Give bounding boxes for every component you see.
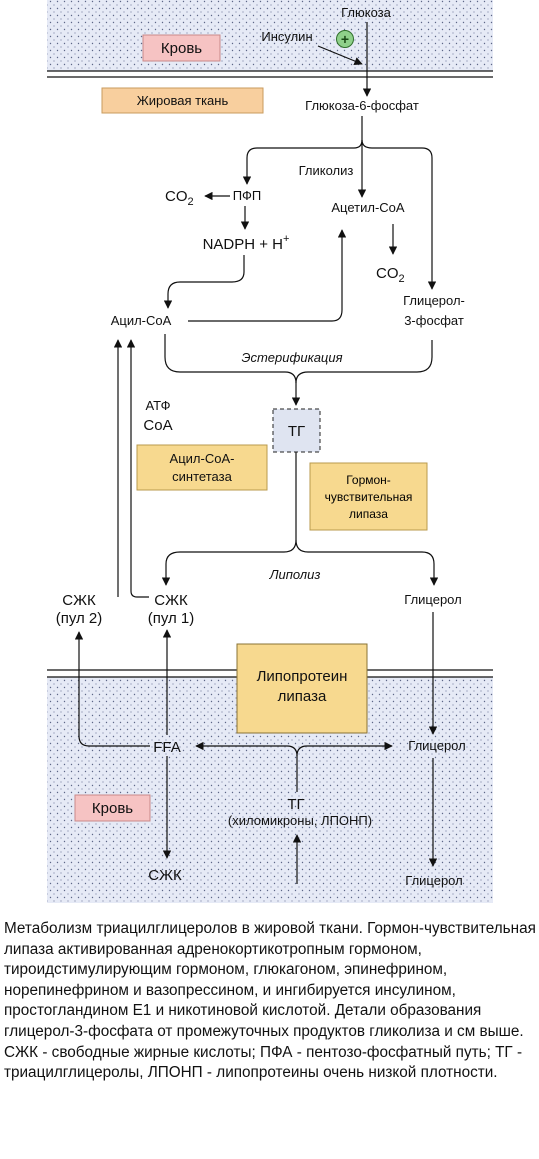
hsl-label-1: Гормон- (346, 473, 391, 487)
glycerol-label-blood: Глицерол (408, 738, 465, 753)
ffa-pool2-label-2: (пул 2) (56, 610, 103, 627)
caption-paragraph-1: Метаболизм триацилглицеролов в жировой т… (4, 920, 536, 1040)
adipose-label: Жировая ткань (137, 93, 229, 108)
arrow-insulin (317, 45, 363, 66)
co2-label-krebs: CO2 (376, 265, 405, 285)
ppp-label: ПФП (233, 188, 262, 203)
ffa-blood-label: FFA (153, 739, 181, 756)
tg-box (272, 408, 321, 453)
ffa-pool2-label-1: СЖК (62, 592, 96, 609)
acyl-coa-label: Ацил-CoA (111, 313, 172, 328)
hsl-label-2: чувствительная (325, 490, 413, 504)
hsl-label-3: липаза (349, 507, 388, 521)
acyl-coa-synthetase-label-1: Ацил-CoA- (170, 451, 235, 466)
arrow-nadph-acylcoa (163, 255, 245, 309)
figure-caption: Метаболизм триацилглицеролов в жировой т… (4, 919, 536, 1084)
arrow-ffa-pool2 (74, 631, 150, 747)
blood-label-box-bottom (74, 794, 151, 822)
line-glycerol3p-ester (295, 340, 433, 384)
arrow-tg-ffa1 (161, 452, 297, 586)
insulin-label: Инсулин (261, 29, 312, 44)
nadph-label: NADPH + H+ (203, 233, 290, 253)
lpl-label-1: Липопротеин (257, 668, 348, 685)
glycerol-label-tissue: Глицерол (404, 592, 461, 607)
arrow-tg-lpl-glycerol (296, 741, 393, 757)
lipolysis-label: Липолиз (269, 567, 321, 582)
glycerol-out-label: Глицерол (405, 873, 462, 888)
tg-label: ТГ (288, 423, 305, 440)
glycolysis-label: Гликолиз (299, 163, 354, 178)
insulin-plus-sign: + (341, 31, 349, 47)
pathway-arrows (74, 22, 439, 884)
g6p-label: Глюкоза-6-фосфат (305, 98, 419, 113)
blood-label-bottom: Кровь (92, 800, 133, 817)
arrow-ffa1-acylcoa (126, 339, 149, 598)
adipose-tg-metabolism-diagram: Кровь Жировая ткань Ацил-CoA- синтетаза … (47, 0, 493, 903)
atp-label: АТФ (145, 398, 170, 413)
arrow-g6p-glycerol3p (361, 139, 437, 290)
glucose-label: Глюкоза (341, 5, 392, 20)
glycerol3p-label-2: 3-фосфат (404, 313, 464, 328)
membrane-top (47, 70, 493, 78)
blood-label-box-top (142, 34, 221, 62)
acetyl-coa-label: Ацетил-CoA (331, 200, 405, 215)
blood-region-top (47, 0, 493, 71)
ffa-pool1-label-2: (пул 1) (148, 610, 195, 627)
acyl-coa-synthetase-box (136, 444, 268, 491)
line-acylcoa-ester (164, 334, 301, 406)
esterification-label: Эстерификация (241, 350, 342, 365)
caption-paragraph-2: СЖК - свободные жирные кислоты; ПФА - пе… (4, 1043, 523, 1082)
blood-label-top: Кровь (161, 40, 202, 57)
insulin-plus-icon (336, 30, 354, 48)
acyl-coa-synthetase-label-2: синтетаза (172, 469, 232, 484)
lipoprotein-lipase-box (236, 643, 368, 734)
coa-label: CoA (143, 417, 172, 434)
co2-label-ppp: CO2 (165, 188, 194, 208)
tg-chylomicron-label-2: (хиломикроны, ЛПОНП) (228, 813, 372, 828)
arrow-tg-glycerol (295, 539, 439, 586)
glycerol3p-label-1: Глицерол- (403, 293, 465, 308)
hormone-sensitive-lipase-box (309, 462, 428, 531)
tg-chylomicron-label-1: ТГ (287, 796, 304, 813)
ffa-out-label: СЖК (148, 867, 182, 884)
adipose-label-box (101, 87, 264, 114)
lpl-label-2: липаза (278, 688, 327, 705)
arrow-acylcoa-acetyl (188, 229, 347, 322)
ffa-pool1-label-1: СЖК (154, 592, 188, 609)
